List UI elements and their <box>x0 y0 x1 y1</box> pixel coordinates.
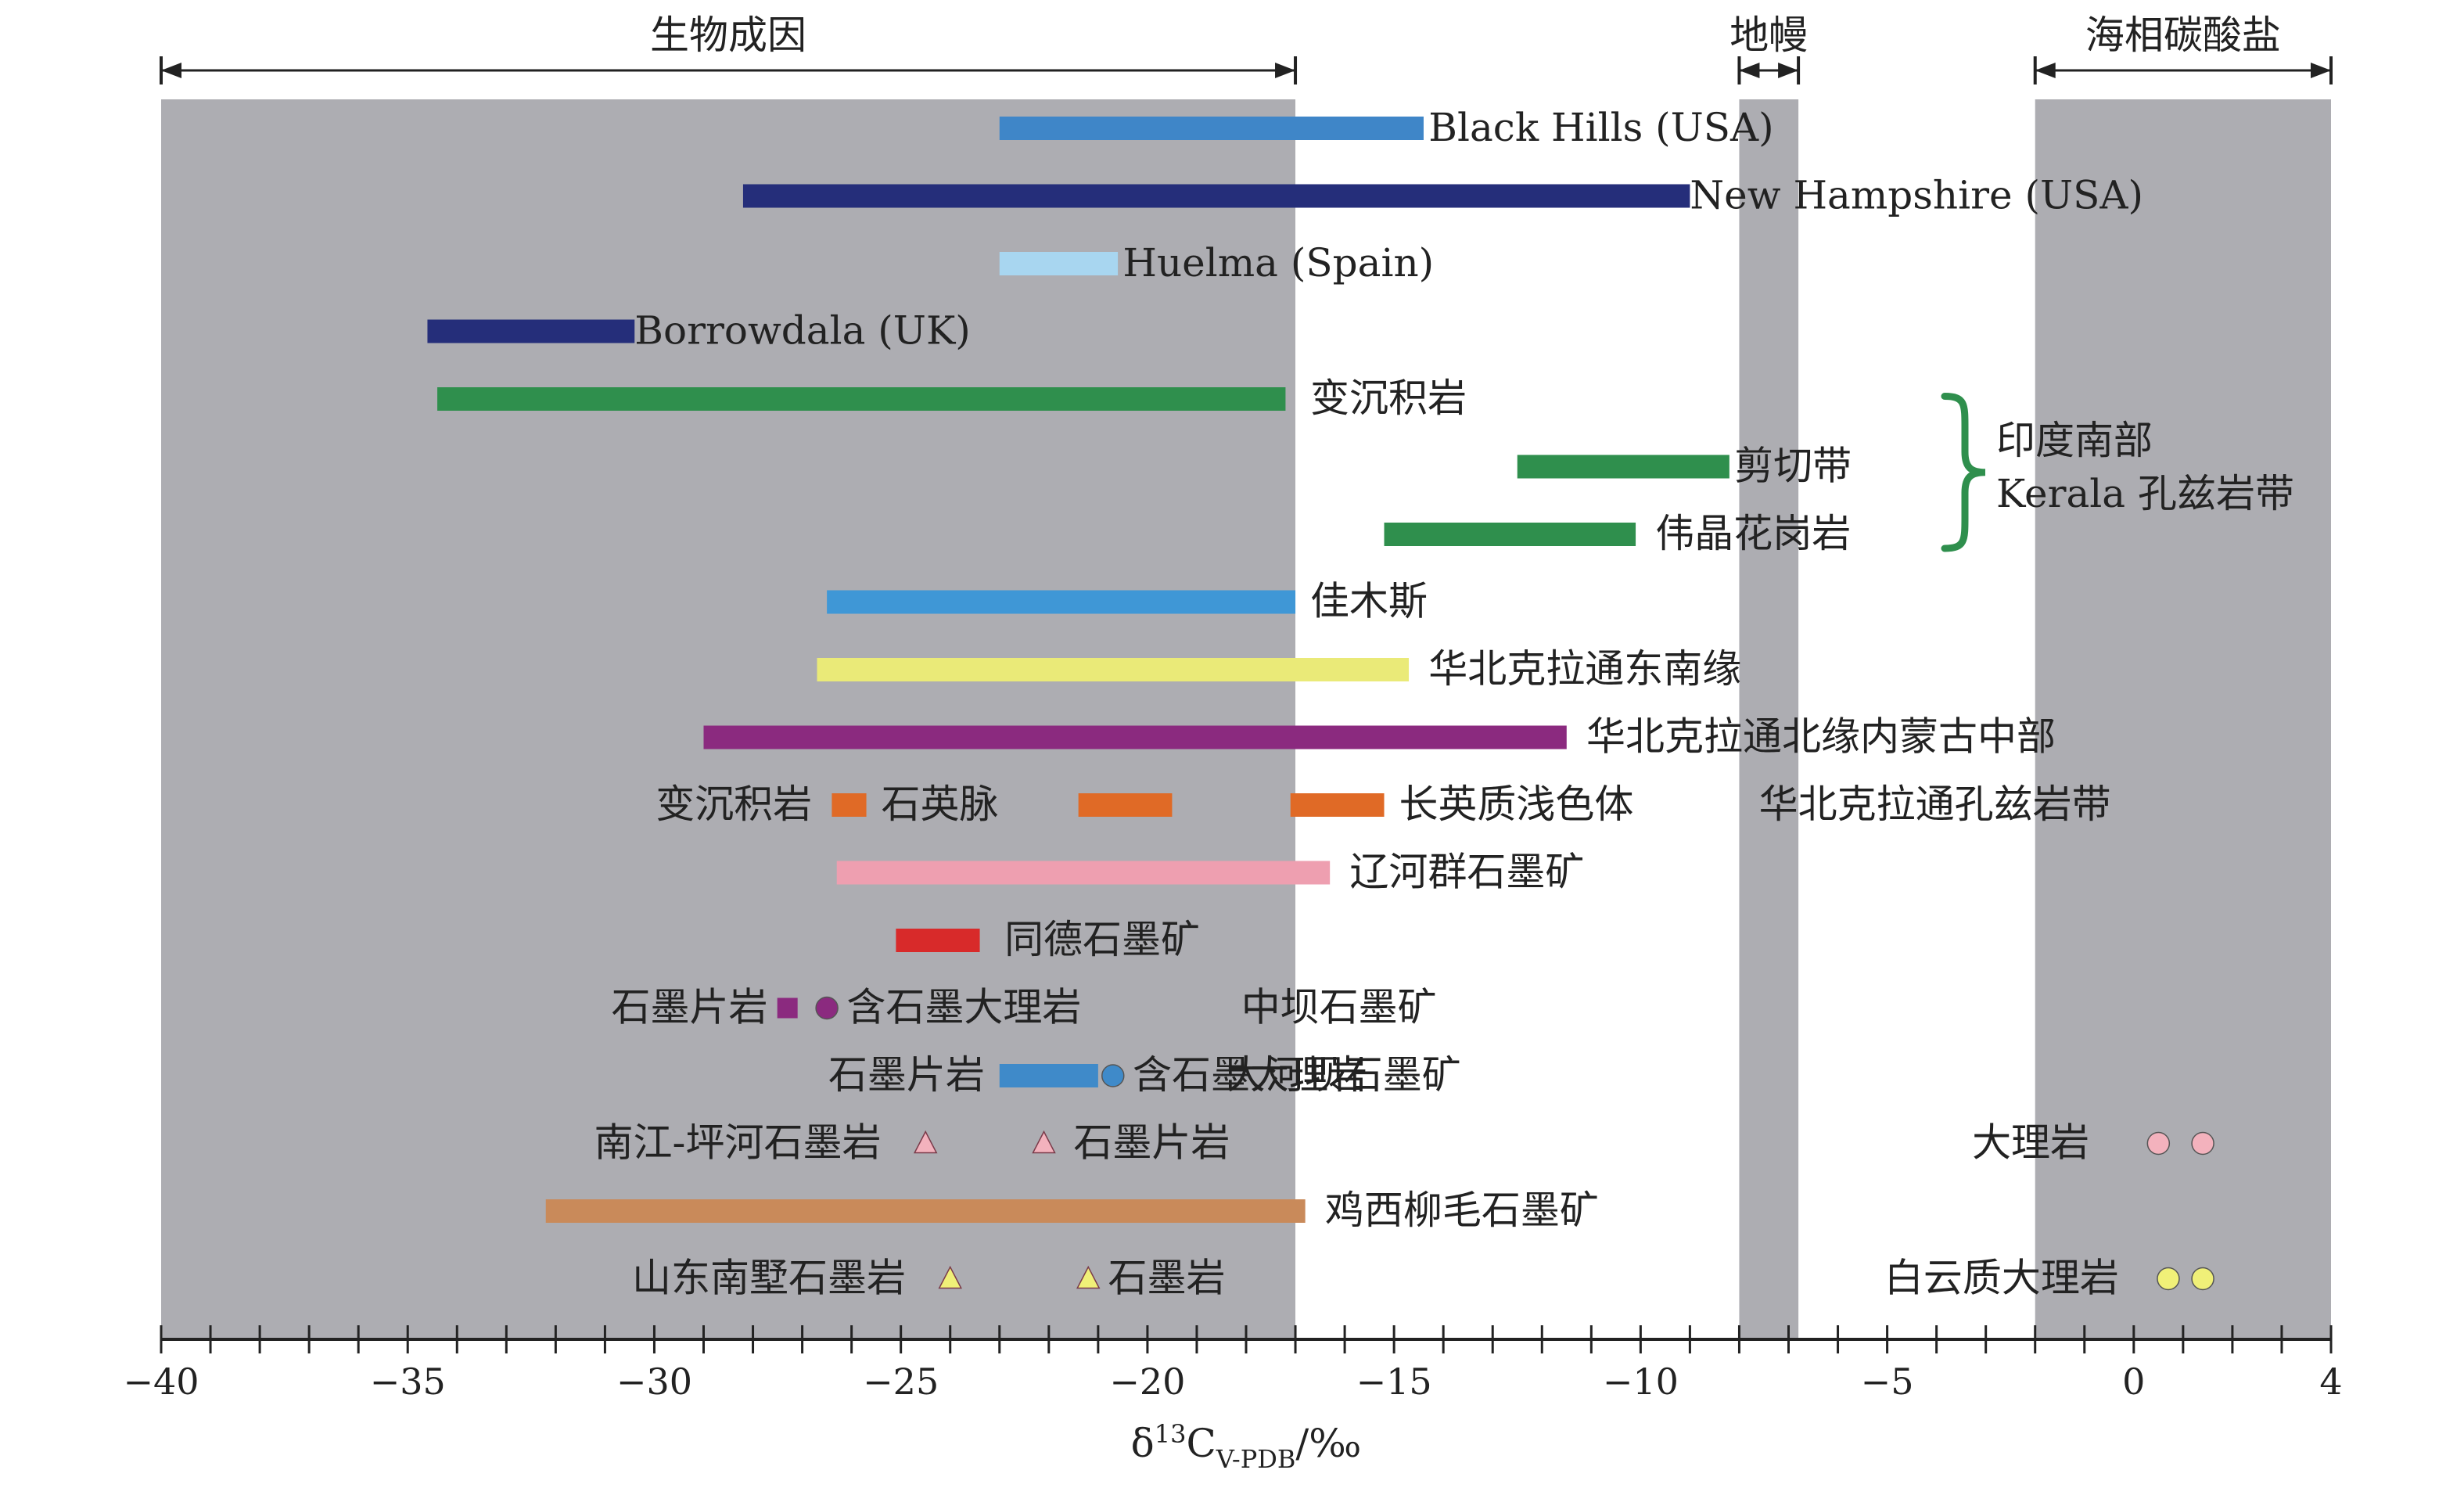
row-label: 南江-坪河石墨岩 <box>594 1120 882 1166</box>
range-bar <box>999 117 1424 140</box>
region-label: 地幔 <box>1729 13 1808 58</box>
circle-marker <box>2191 1131 2214 1156</box>
row-label: 石墨岩 <box>1108 1256 1225 1301</box>
x-tick-label: 0 <box>2122 1360 2145 1403</box>
range-bar <box>1384 523 1636 546</box>
circle-marker <box>815 996 839 1020</box>
group-label: 印度南部 <box>1996 418 2153 463</box>
curly-brace-icon <box>1941 393 1986 552</box>
row-label: 白云质大理岩 <box>1884 1256 2119 1301</box>
x-tick-label: −15 <box>1356 1360 1432 1403</box>
bar-label: 华北克拉通东南缘 <box>1428 646 1741 692</box>
bar-label: Black Hills (USA) <box>1428 105 1773 150</box>
bar-label: 伟晶花岗岩 <box>1655 511 1851 556</box>
row-label: 大理岩 <box>1972 1120 2089 1166</box>
bar-labels: Black Hills (USA) New Hampshire (USA) Huel… <box>594 105 2143 1301</box>
row-label: 石墨片岩 <box>1073 1120 1230 1166</box>
arrow-right-icon <box>2311 63 2331 78</box>
region-band <box>161 99 1296 1339</box>
bar-label: 变沉积岩 <box>1310 376 1467 421</box>
bar-label: Huelma (Spain) <box>1122 240 1434 286</box>
region-band <box>2035 99 2331 1339</box>
x-tick-label: 4 <box>2319 1360 2342 1403</box>
range-bar <box>827 590 1296 614</box>
bar-label: 华北克拉通北缘内蒙古中部 <box>1586 714 2056 760</box>
group-label: Kerala 孔兹岩带 <box>1996 471 2294 516</box>
circle-marker <box>2157 1267 2180 1291</box>
bar-label: 辽河群石墨矿 <box>1349 850 1584 895</box>
arrow-left-icon <box>2035 63 2056 78</box>
range-bar <box>817 658 1410 681</box>
x-tick-label: −35 <box>370 1360 446 1403</box>
triangle-marker <box>938 1265 962 1289</box>
range-bar <box>437 387 1286 411</box>
row-label: 石墨片岩 <box>828 1052 985 1098</box>
range-bar <box>545 1199 1306 1223</box>
circle-marker <box>1101 1064 1125 1087</box>
kerala-group: 印度南部 Kerala 孔兹岩带 <box>1941 393 2294 552</box>
xlabel-sub: V-PDB <box>1216 1444 1296 1474</box>
arrow-right-icon <box>1778 63 1799 78</box>
bar-label: Borrowdala (UK) <box>634 308 971 354</box>
x-tick-label: −30 <box>616 1360 692 1403</box>
region-label: 生物成因 <box>650 13 806 58</box>
x-tick-label: −25 <box>863 1360 939 1403</box>
row-label: 变沉积岩 <box>656 782 812 827</box>
square-marker <box>777 997 798 1019</box>
circle-marker <box>2146 1131 2171 1156</box>
row-label: 石墨片岩 <box>611 985 767 1030</box>
range-bar <box>427 319 635 343</box>
range-bars <box>427 117 1729 1223</box>
row-label: 长英质浅色体 <box>1399 782 1633 827</box>
point-markers <box>777 996 2214 1291</box>
triangle-marker <box>1032 1130 1056 1154</box>
range-bar <box>836 861 1331 885</box>
range-bar <box>1078 793 1173 817</box>
bar-label: 剪切带 <box>1734 444 1852 489</box>
arrow-right-icon <box>1275 63 1296 78</box>
x-tick-label: −5 <box>1861 1360 1914 1403</box>
row-label: 大河坝石墨矿 <box>1227 1052 1461 1098</box>
bar-label: 同德石墨矿 <box>1004 917 1200 962</box>
range-bar <box>999 252 1119 275</box>
circle-marker <box>2191 1267 2214 1291</box>
row-label: 含石墨大理岩 <box>1133 1052 1367 1098</box>
range-bar <box>999 1064 1098 1087</box>
range-bar <box>742 184 1690 208</box>
row-label: 山东南墅石墨岩 <box>632 1256 906 1301</box>
row-label: 石英脉 <box>881 782 998 827</box>
row-label: 含石墨大理岩 <box>846 985 1081 1030</box>
range-bar <box>832 793 867 817</box>
x-axis-title: δ13CV-PDB/‰ <box>1131 1419 1362 1474</box>
x-axis: −40 −35 −30 −25 −20 −15 −10 −5 0 4 δ13CV-PDB/‰ <box>123 1325 2343 1474</box>
xlabel-main: C <box>1186 1421 1216 1466</box>
triangle-marker <box>913 1130 938 1154</box>
region-label: 海相碳酸盐 <box>2085 13 2281 58</box>
x-tick-label: −20 <box>1109 1360 1185 1403</box>
bar-label: 鸡西柳毛石墨矿 <box>1325 1188 1599 1233</box>
range-bar <box>1290 793 1385 817</box>
triangle-marker <box>1076 1265 1101 1289</box>
row-label: 中坝石墨矿 <box>1241 985 1437 1030</box>
row-label: 华北克拉通孔兹岩带 <box>1759 782 2111 827</box>
xlabel-unit: /‰ <box>1295 1421 1361 1466</box>
arrow-left-icon <box>1739 63 1760 78</box>
arrow-left-icon <box>161 63 181 78</box>
x-tick-label: −40 <box>123 1360 199 1403</box>
bar-label: New Hampshire (USA) <box>1690 173 2143 218</box>
range-bar <box>1517 455 1729 479</box>
range-bar <box>896 929 980 952</box>
xlabel-base: δ <box>1131 1421 1155 1466</box>
region-headers: 生物成因 地幔 海相碳酸盐 <box>160 13 2333 84</box>
xlabel-sup: 13 <box>1155 1419 1187 1449</box>
x-tick-label: −10 <box>1603 1360 1679 1403</box>
region-bands <box>161 99 2331 1339</box>
range-bar <box>703 725 1567 749</box>
region-band <box>1739 99 1799 1339</box>
bar-label: 佳木斯 <box>1310 579 1428 624</box>
